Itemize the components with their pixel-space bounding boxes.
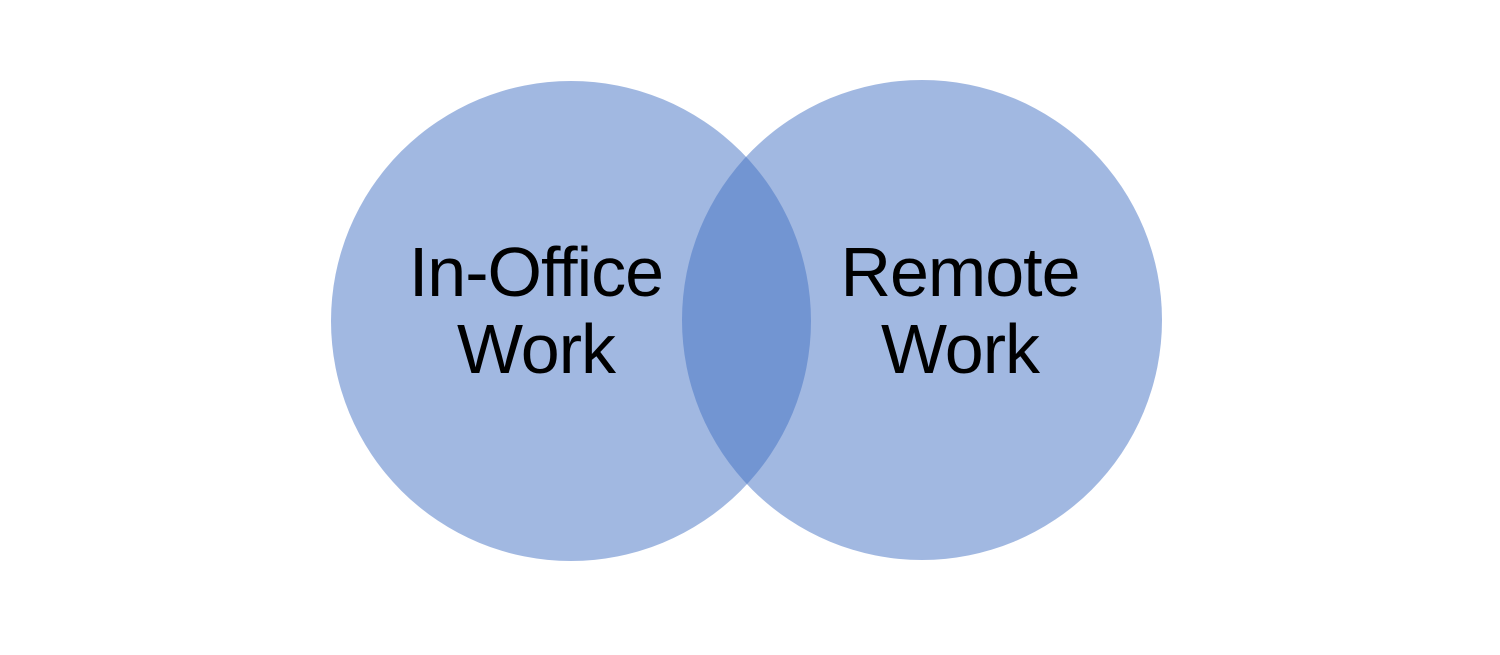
right-circle-label-line1: Remote bbox=[840, 233, 1080, 311]
right-circle-label-line2: Work bbox=[880, 310, 1040, 388]
left-circle-label: In-Office Work bbox=[326, 234, 746, 388]
left-circle-label-line2: Work bbox=[456, 310, 616, 388]
right-circle-shape bbox=[682, 80, 1162, 560]
right-circle-label: Remote Work bbox=[750, 234, 1170, 388]
left-circle-shape bbox=[331, 81, 811, 561]
left-circle-label-line1: In-Office bbox=[408, 233, 664, 311]
